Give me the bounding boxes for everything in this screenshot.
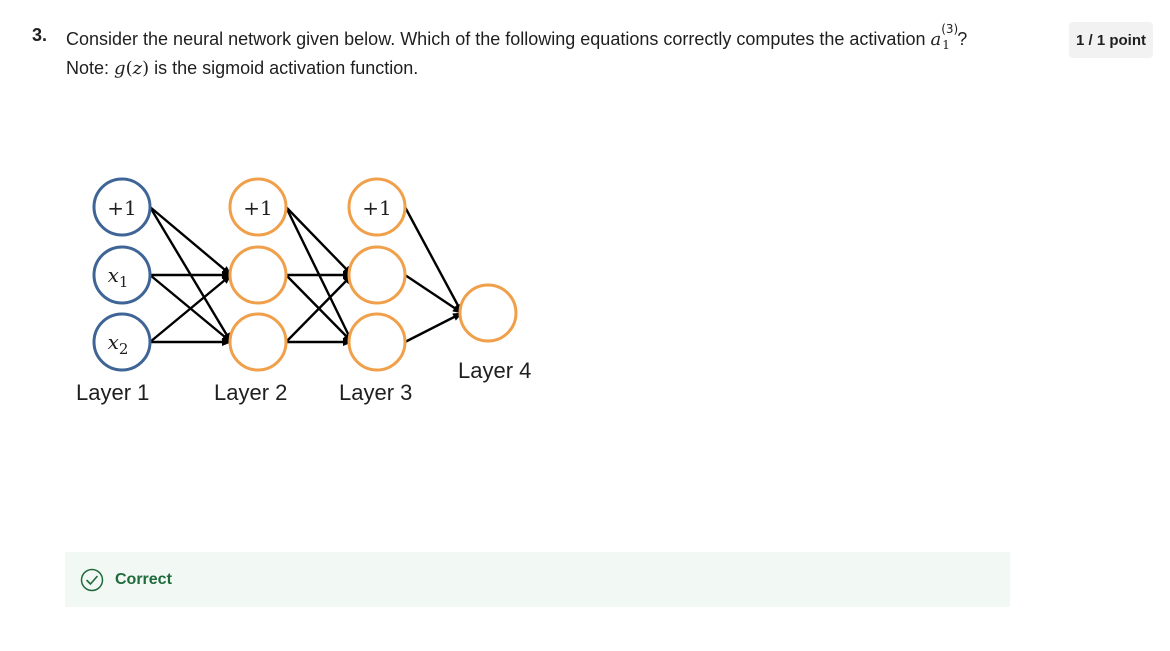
node-l3-2 (347, 312, 407, 372)
question-number: 3. (32, 25, 48, 45)
connections-layer3-layer4 (403, 206, 464, 344)
layer4-nodes (458, 283, 518, 343)
check-circle-icon (80, 568, 104, 591)
node-l2-1 (228, 245, 288, 305)
activation-math: a(3)1 (930, 22, 959, 52)
node-l3-bias (347, 177, 407, 237)
node-l2-bias-label: +1 (243, 196, 272, 220)
layer2-nodes: +1 (228, 177, 288, 372)
node-l1-bias-label: +1 (107, 196, 136, 220)
node-l2-2 (228, 312, 288, 372)
layer3-nodes: +1 (347, 177, 407, 372)
question-text-main: Consider the neural network given below.… (66, 29, 931, 49)
node-l4-output (458, 283, 518, 343)
node-l2-bias (228, 177, 288, 237)
feedback-banner: Correct (65, 552, 1010, 607)
layer1-nodes: +1 x1 x2 (92, 177, 152, 372)
note-text: is the sigmoid activation function. (149, 58, 419, 78)
node-l1-x1 (92, 245, 152, 305)
connections-layer1-layer2 (148, 206, 233, 346)
question-text: Consider the neural network given below.… (66, 22, 968, 79)
node-l3-bias-label: +1 (362, 196, 391, 220)
node-l1-x2-label: x2 (108, 330, 129, 358)
node-l1-bias (92, 177, 152, 237)
node-l1-x2 (92, 312, 152, 372)
layer3-label: Layer 3 (339, 380, 413, 405)
node-l1-x1-label: x1 (108, 263, 129, 291)
points-badge: 1 / 1 point (1069, 22, 1153, 58)
feedback-status: Correct (115, 570, 172, 588)
note-prefix: Note: (66, 58, 115, 78)
layer4-label: Layer 4 (458, 358, 532, 383)
node-l3-1 (347, 245, 407, 305)
layer2-label: Layer 2 (214, 380, 288, 405)
note-math: g(z) (114, 58, 150, 79)
connections-layer2-layer3 (284, 206, 354, 346)
layer1-label: Layer 1 (76, 380, 150, 405)
